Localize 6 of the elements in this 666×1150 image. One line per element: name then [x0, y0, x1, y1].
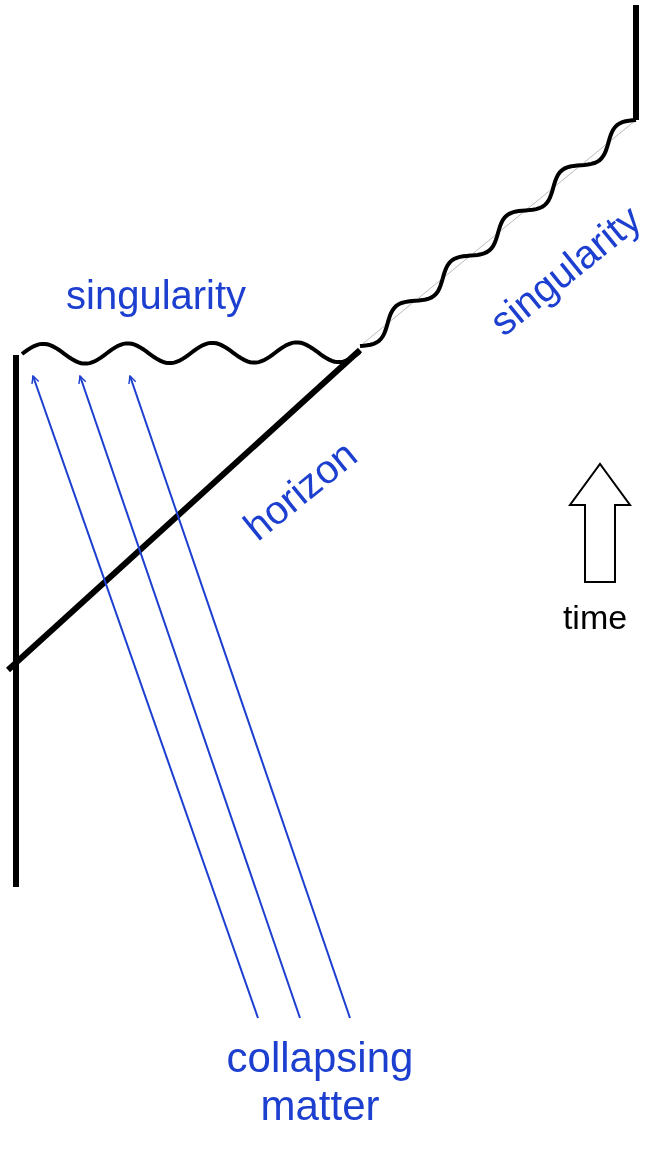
node-text: collapsing matter	[225, 1034, 415, 1131]
arrow	[31, 375, 259, 1019]
node-text: singularity	[66, 272, 247, 318]
axis-label: time	[562, 600, 628, 634]
arrow	[128, 375, 351, 1019]
arrow	[78, 375, 301, 1019]
